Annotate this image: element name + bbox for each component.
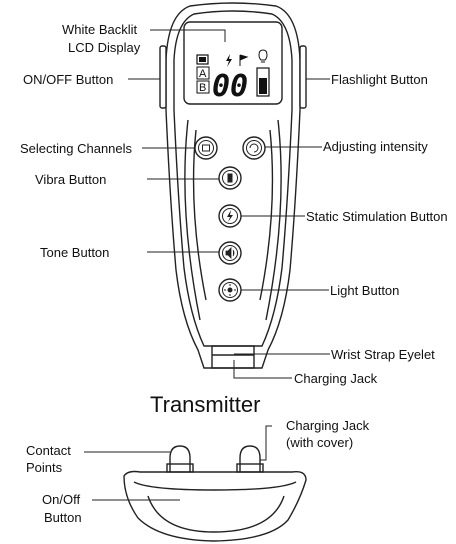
lightning-icon (227, 210, 233, 222)
cycle-icon (249, 143, 259, 153)
flashlight-side-button[interactable] (299, 45, 307, 109)
channel-button[interactable] (194, 136, 218, 160)
vibrate-icon (227, 173, 233, 183)
label-strap: Wrist Strap Eyelet (331, 347, 435, 362)
label-on-off: ON/OFF Button (23, 72, 113, 87)
receiver-body (123, 445, 307, 542)
label-static: Static Stimulation Button (306, 209, 448, 224)
section-title: Transmitter (150, 392, 260, 417)
lcd-digits: 00 (212, 69, 248, 104)
label-charging: Charging Jack (294, 371, 378, 386)
label-vibra: Vibra Button (35, 172, 106, 187)
label-channels: Selecting Channels (20, 141, 133, 156)
leader-lines (128, 29, 330, 379)
lcd-channel-a-box (196, 66, 210, 80)
label-intensity: Adjusting intensity (323, 139, 428, 154)
receiver-leader-lines (84, 425, 272, 501)
lcd-channel-icon (196, 54, 209, 65)
label-tone: Tone Button (40, 245, 109, 260)
static-button[interactable] (218, 204, 242, 228)
lcd-flag-icon (239, 54, 249, 66)
label-lcd-line1: White Backlit (62, 22, 138, 37)
vibra-button[interactable] (218, 166, 242, 190)
lcd-channel-a: A (199, 68, 207, 80)
label-flashlight: Flashlight Button (331, 72, 428, 87)
label-rx-onoff-line1: On/Off (42, 492, 80, 507)
lcd-battery-icon (256, 67, 270, 97)
lcd-display: A B 00 (196, 49, 270, 104)
tone-button[interactable] (218, 241, 242, 265)
label-rx-onoff-line2: Button (44, 510, 82, 525)
light-icon (224, 284, 236, 296)
on-off-side-button[interactable] (159, 45, 167, 109)
lcd-lightning-icon (226, 54, 232, 67)
intensity-button[interactable] (242, 136, 266, 160)
label-rx-charging-line2: (with cover) (286, 435, 353, 450)
label-contact-line2: Points (26, 460, 63, 475)
label-light: Light Button (330, 283, 399, 298)
channel-icon (202, 144, 210, 152)
lcd-channel-b: B (199, 82, 206, 94)
label-contact-line1: Contact (26, 443, 71, 458)
light-button[interactable] (218, 278, 242, 302)
lcd-channel-b-box (196, 80, 210, 94)
speaker-icon (225, 247, 235, 259)
label-rx-charging-line1: Charging Jack (286, 418, 370, 433)
lcd-bulb-icon (258, 49, 268, 63)
label-lcd-line2: LCD Display (68, 40, 141, 55)
